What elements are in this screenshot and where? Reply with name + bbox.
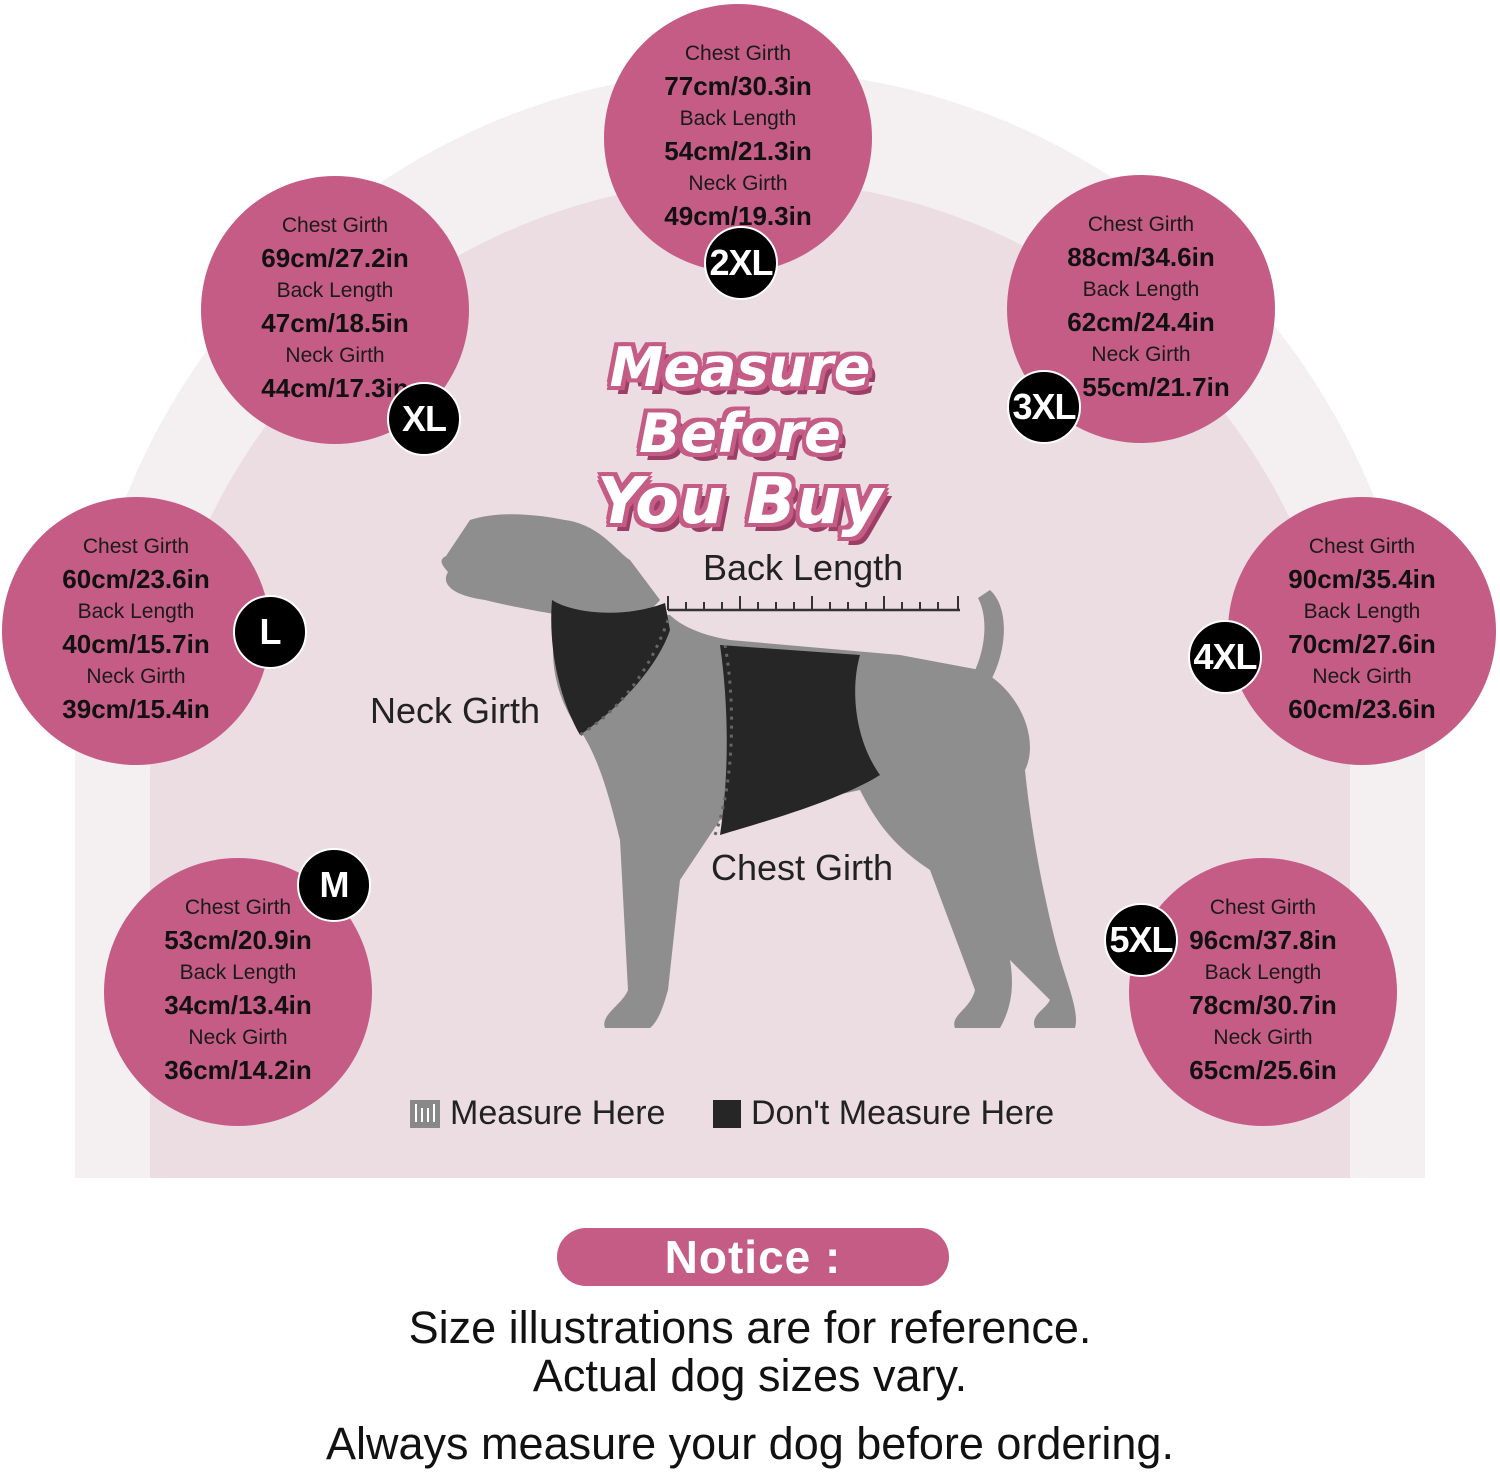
notice-line-2: Actual dog sizes vary. bbox=[532, 1350, 968, 1401]
chest-girth-value: 77cm/30.3in bbox=[664, 70, 812, 101]
notice-title: Notice : bbox=[557, 1228, 949, 1286]
neck-girth-value: 39cm/15.4in bbox=[62, 693, 210, 724]
legend-measure-here: Measure Here bbox=[410, 1094, 665, 1133]
chest-girth-value: 96cm/37.8in bbox=[1189, 924, 1337, 955]
headline: Measure Before You Buy bbox=[500, 335, 980, 537]
size-bubble-5xl: Chest Girth 96cm/37.8in Back Length 78cm… bbox=[1129, 858, 1397, 1126]
neck-girth-label: Neck Girth bbox=[188, 1025, 288, 1049]
legend-measure-label: Measure Here bbox=[450, 1094, 666, 1132]
neck-girth-label: Neck Girth bbox=[688, 171, 788, 195]
neck-girth-value: 44cm/17.3in bbox=[261, 372, 409, 403]
back-length-label: Back Length bbox=[679, 106, 797, 130]
legend-dont-measure-label: Don't Measure Here bbox=[751, 1094, 1055, 1132]
back-length-label: Back Length bbox=[1303, 599, 1421, 623]
back-length-value: 62cm/24.4in bbox=[1067, 306, 1215, 337]
neck-girth-label: Neck Girth bbox=[1213, 1025, 1313, 1049]
notice-line-1: Size illustrations are for reference. bbox=[408, 1302, 1092, 1353]
back-length-value: 40cm/15.7in bbox=[62, 628, 210, 659]
back-length-label: Back Length bbox=[77, 599, 195, 623]
chest-girth-diagram-label: Chest Girth bbox=[711, 847, 894, 888]
neck-girth-label: Neck Girth bbox=[285, 343, 385, 367]
legend-dont-measure: Don't Measure Here bbox=[713, 1094, 1054, 1133]
neck-girth-value: 65cm/25.6in bbox=[1189, 1054, 1337, 1085]
neck-girth-value: 36cm/14.2in bbox=[164, 1054, 312, 1085]
chest-girth-label: Chest Girth bbox=[1308, 534, 1416, 558]
headline-line2: You Buy bbox=[597, 465, 883, 539]
neck-girth-value: 55cm/21.7in bbox=[1082, 371, 1230, 402]
neck-girth-value: 49cm/19.3in bbox=[664, 200, 812, 231]
size-badge-m: M bbox=[297, 848, 371, 922]
back-length-value: 78cm/30.7in bbox=[1189, 989, 1337, 1020]
ruler-swatch-icon bbox=[410, 1099, 440, 1128]
neck-girth-label: Neck Girth bbox=[1091, 342, 1191, 366]
headline-line1: Measure Before bbox=[609, 336, 871, 465]
back-length-label: Back Length bbox=[276, 278, 394, 302]
chest-girth-label: Chest Girth bbox=[684, 41, 792, 65]
back-length-value: 70cm/27.6in bbox=[1288, 628, 1436, 659]
size-badge-5xl: 5XL bbox=[1104, 903, 1178, 977]
chest-girth-value: 90cm/35.4in bbox=[1288, 563, 1436, 594]
size-badge-2xl: 2XL bbox=[704, 226, 778, 300]
size-bubble-l: Chest Girth 60cm/23.6in Back Length 40cm… bbox=[2, 497, 270, 765]
size-badge-xl: XL bbox=[387, 382, 461, 456]
notice-line-3: Always measure your dog before ordering. bbox=[326, 1418, 1174, 1469]
back-length-label: Back Length bbox=[1082, 277, 1200, 301]
neck-girth-label: Neck Girth bbox=[86, 664, 186, 688]
size-bubble-4xl: Chest Girth 90cm/35.4in Back Length 70cm… bbox=[1228, 497, 1496, 765]
neck-girth-label: Neck Girth bbox=[1312, 664, 1412, 688]
chest-girth-label: Chest Girth bbox=[184, 895, 292, 919]
chest-girth-value: 60cm/23.6in bbox=[62, 563, 210, 594]
chest-girth-value: 69cm/27.2in bbox=[261, 242, 409, 273]
back-length-value: 47cm/18.5in bbox=[261, 307, 409, 338]
chest-girth-value: 88cm/34.6in bbox=[1067, 241, 1215, 272]
size-badge-l: L bbox=[233, 595, 307, 669]
chest-girth-label: Chest Girth bbox=[1087, 212, 1195, 236]
back-length-label: Back Length bbox=[179, 960, 297, 984]
dark-swatch-icon bbox=[713, 1099, 741, 1128]
neck-girth-diagram-label: Neck Girth bbox=[370, 690, 541, 731]
back-length-label: Back Length bbox=[1204, 960, 1322, 984]
back-length-diagram-label: Back Length bbox=[703, 547, 904, 588]
chest-girth-label: Chest Girth bbox=[82, 534, 190, 558]
neck-girth-value: 60cm/23.6in bbox=[1288, 693, 1436, 724]
chest-girth-label: Chest Girth bbox=[281, 213, 389, 237]
size-bubble-m: Chest Girth 53cm/20.9in Back Length 34cm… bbox=[104, 858, 372, 1126]
size-badge-3xl: 3XL bbox=[1007, 370, 1081, 444]
chest-girth-value: 53cm/20.9in bbox=[164, 924, 312, 955]
back-length-value: 54cm/21.3in bbox=[664, 135, 812, 166]
back-length-value: 34cm/13.4in bbox=[164, 989, 312, 1020]
size-badge-4xl: 4XL bbox=[1188, 620, 1262, 694]
chest-girth-label: Chest Girth bbox=[1209, 895, 1317, 919]
